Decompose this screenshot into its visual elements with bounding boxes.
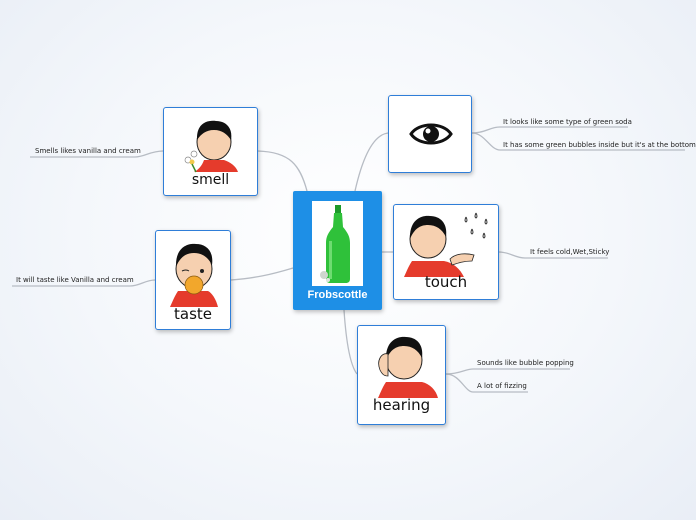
sense-node-touch[interactable]: touch bbox=[393, 204, 499, 300]
leaf-smell-1[interactable]: Smells likes vanilla and cream bbox=[35, 147, 141, 155]
boy-feeling-rain-icon bbox=[404, 212, 488, 277]
central-topic-node[interactable]: Frobscottle bbox=[293, 191, 382, 310]
eye-icon bbox=[409, 123, 453, 145]
boy-smelling-flower-icon bbox=[184, 120, 238, 173]
leaf-hearing-1[interactable]: Sounds like bubble popping bbox=[477, 359, 574, 367]
boy-listening-icon bbox=[378, 336, 438, 398]
sense-node-sight[interactable] bbox=[388, 95, 472, 173]
sense-label-taste: taste bbox=[174, 305, 212, 323]
boy-eating-orange-icon bbox=[170, 243, 218, 307]
leaf-touch-1[interactable]: It feels cold,Wet,Sticky bbox=[530, 248, 610, 256]
leaf-sight-1[interactable]: It looks like some type of green soda bbox=[503, 118, 632, 126]
leaf-taste-1[interactable]: It will taste like Vanilla and cream bbox=[16, 276, 134, 284]
sense-label-hearing: hearing bbox=[372, 396, 431, 414]
sense-label-touch: touch bbox=[424, 273, 468, 291]
leaf-sight-2[interactable]: It has some green bubbles inside but it'… bbox=[503, 141, 696, 149]
sense-label-smell: smell bbox=[191, 172, 230, 188]
central-topic-title: Frobscottle bbox=[307, 289, 368, 301]
leaf-hearing-2[interactable]: A lot of fizzing bbox=[477, 382, 527, 390]
sense-node-taste[interactable]: taste bbox=[155, 230, 231, 330]
sense-node-smell[interactable]: smell bbox=[163, 107, 258, 196]
sense-node-hearing[interactable]: hearing bbox=[357, 325, 446, 425]
green-soda-bottle-image bbox=[312, 201, 363, 286]
